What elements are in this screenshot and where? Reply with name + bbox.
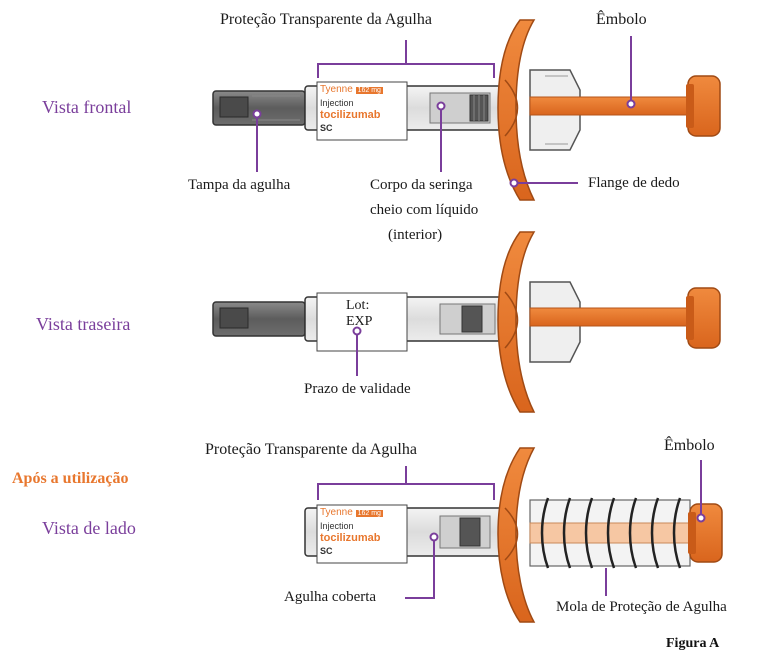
figure-caption: Figura A: [666, 636, 720, 651]
finger-flange: [497, 19, 536, 201]
back-label: [316, 292, 408, 352]
needle-guard-label-bottom: Proteção Transparente da Agulha: [205, 441, 417, 458]
plunger-label-bottom: Êmbolo: [664, 437, 715, 454]
barrel-label-line1: Corpo da seringa: [370, 177, 473, 193]
front-label-text: Tyenne 162 mg Injection tocilizumab SC: [320, 84, 406, 134]
side-dose-badge: 162 mg: [355, 510, 383, 517]
needle-cap-label: Tampa da agulha: [188, 177, 291, 193]
finger-flange-label: Flange de dedo: [588, 175, 680, 191]
barrel-label-line2: cheio com líquido: [370, 201, 479, 218]
lot-text: Lot:: [346, 298, 370, 313]
back-view-syringe: [212, 231, 721, 413]
dose-badge: 162 mg: [355, 87, 383, 94]
exp-text: EXP: [346, 314, 373, 329]
front-view-syringe: [212, 19, 721, 201]
side-route-text: Injection: [320, 521, 354, 531]
barrel-label: Corpo da seringa cheio com líquido (inte…: [340, 176, 540, 244]
plunger-rod: [529, 96, 691, 116]
side-view-heading: Vista de lado: [42, 518, 136, 538]
side-label-text: Tyenne 162 mg Injection tocilizumab SC: [320, 507, 406, 557]
drug-name: tocilizumab: [320, 109, 381, 121]
route-text: Injection: [320, 98, 354, 108]
after-use-heading: Após a utilização: [12, 470, 129, 487]
barrel-label-line3: (interior): [388, 226, 443, 243]
front-view-heading: Vista frontal: [42, 97, 132, 117]
side-drug-name: tocilizumab: [320, 532, 381, 544]
abbrev-text: SC: [320, 123, 333, 133]
needle-guard-label-top: Proteção Transparente da Agulha: [220, 11, 432, 28]
guard-spring-label: Mola de Proteção de Agulha: [556, 599, 727, 615]
plunger-label-top: Êmbolo: [596, 11, 647, 28]
guard-spring: [540, 497, 682, 569]
back-view-heading: Vista traseira: [36, 314, 131, 334]
brand-name: Tyenne: [320, 84, 353, 95]
side-abbrev-text: SC: [320, 546, 333, 556]
side-brand-name: Tyenne: [320, 507, 353, 518]
expiry-label: Prazo de validade: [304, 381, 411, 397]
callout-lines: [252, 36, 706, 599]
side-view-syringe: [304, 447, 723, 623]
covered-needle-label: Agulha coberta: [284, 589, 377, 605]
